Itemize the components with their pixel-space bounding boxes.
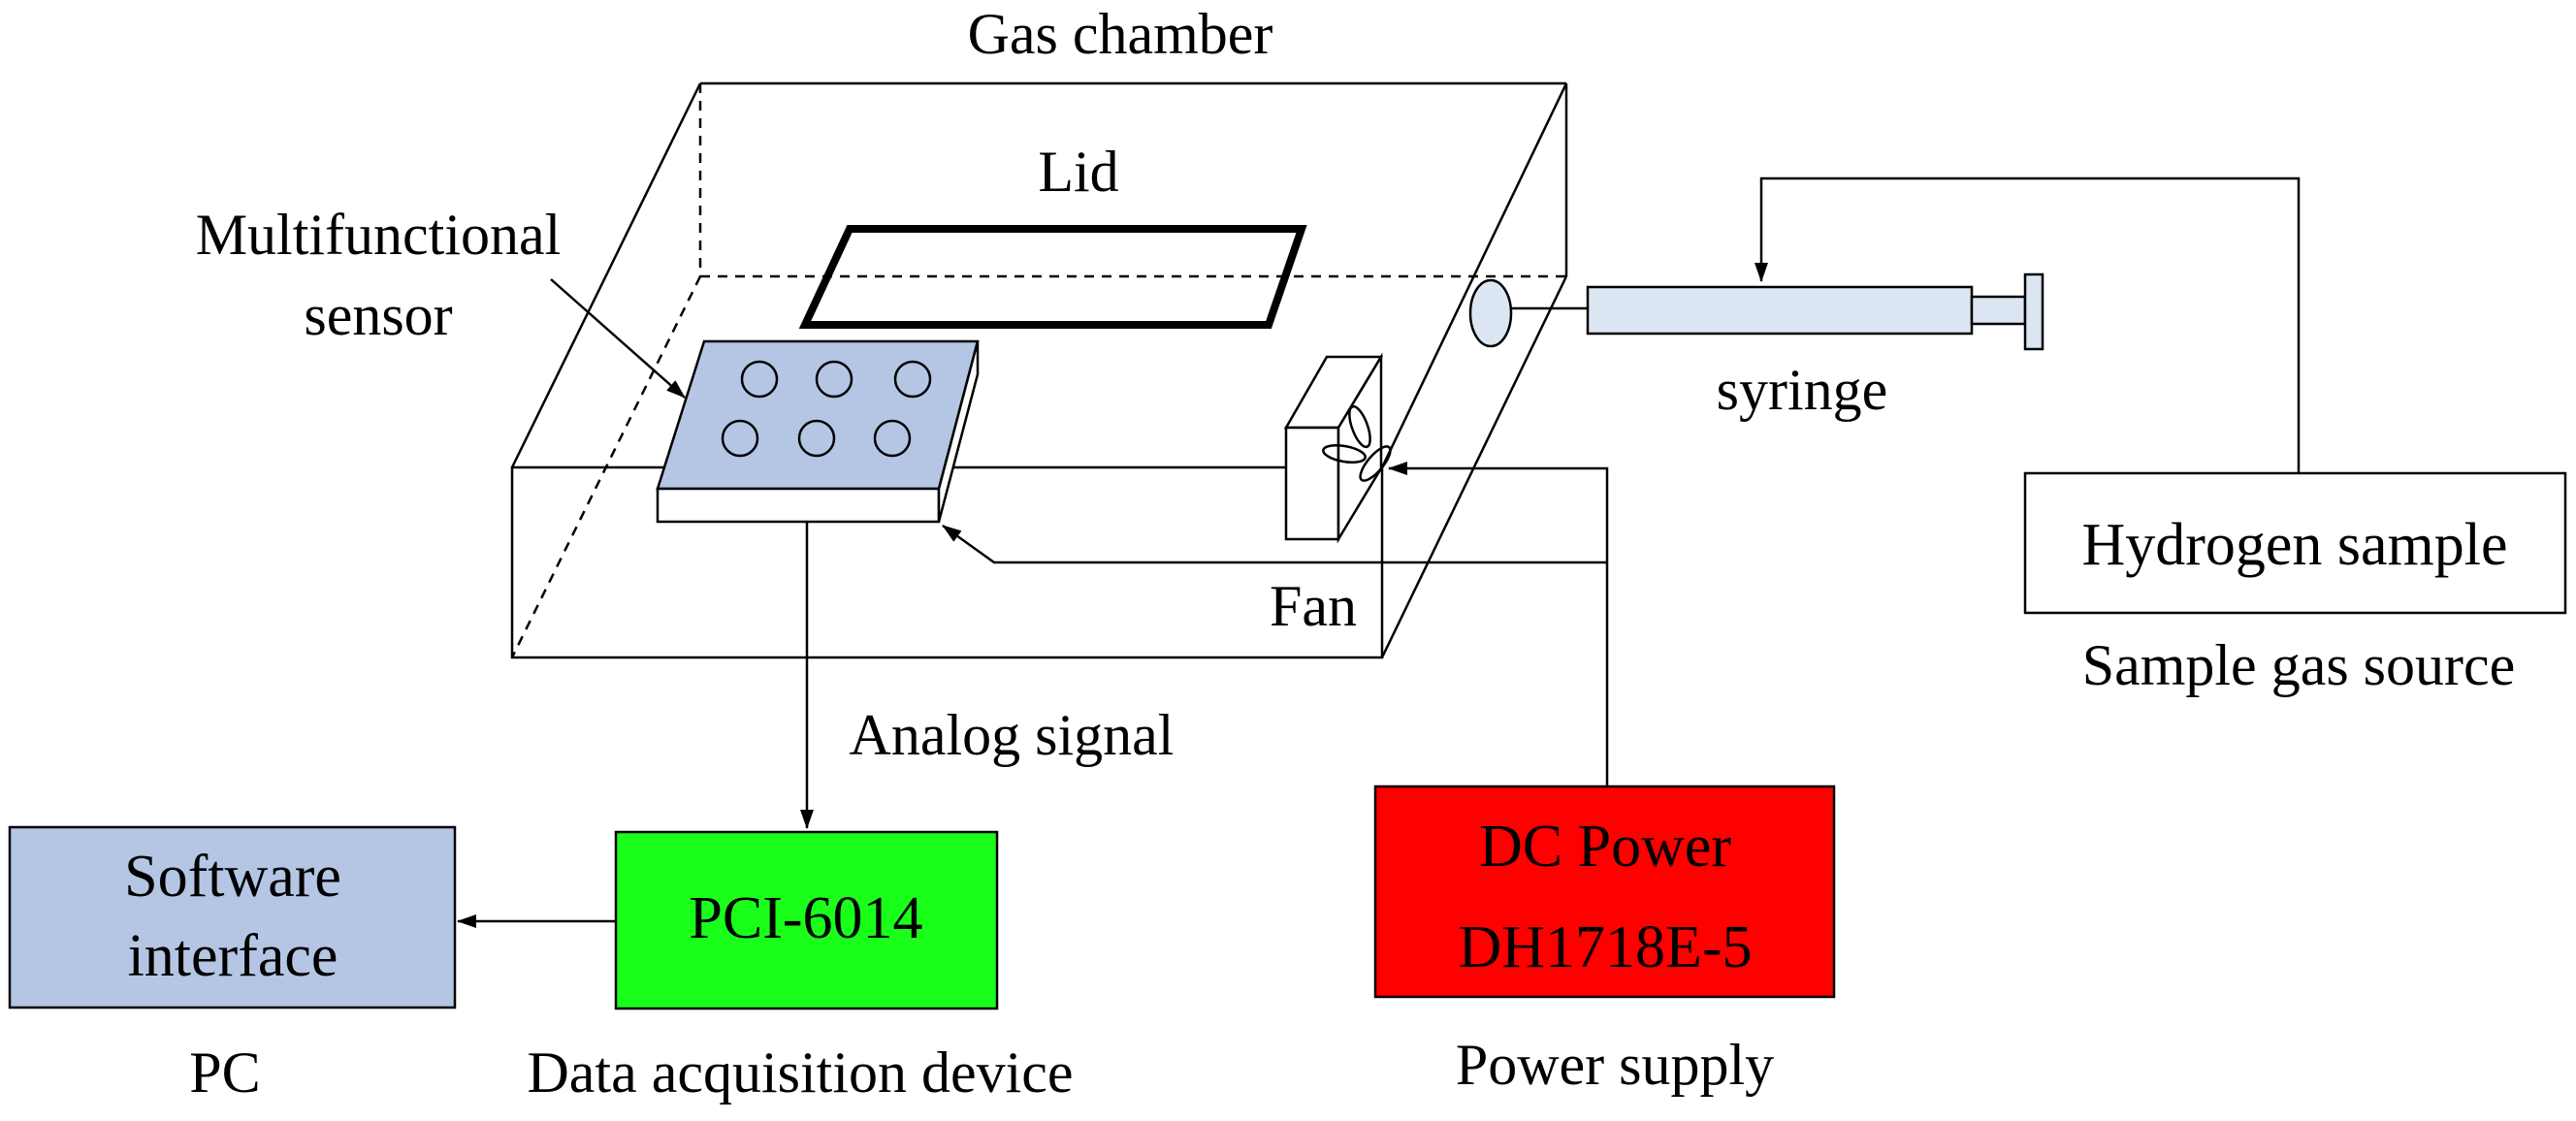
pc-label: PC: [189, 1041, 260, 1105]
syringe: [1468, 272, 2045, 351]
power-supply-label: Power supply: [1456, 1033, 1774, 1097]
multifunctional-sensor: [656, 339, 980, 524]
fan-blades-icon: [1322, 404, 1392, 482]
daq-label: PCI-6014: [689, 885, 922, 951]
sample-gas-source-label: Sample gas source: [2082, 633, 2516, 697]
software-interface-box: [8, 825, 457, 1009]
dc-power-label-line2: DH1718E-5: [1458, 914, 1752, 980]
analog-signal-label: Analog signal: [850, 703, 1175, 767]
fan-label: Fan: [1270, 574, 1357, 638]
fan-power-line: [1388, 462, 1609, 786]
software-label-line2: interface: [128, 923, 338, 989]
sensor-pointer-arrow: [550, 278, 686, 399]
dc-power-label-line1: DC Power: [1479, 814, 1731, 880]
software-label-line1: Software: [124, 844, 341, 910]
sensor-label-line2: sensor: [304, 283, 452, 347]
sensor-power-line: [942, 524, 1607, 564]
gas-feed-line: [1755, 176, 2301, 473]
sensor-label-line1: Multifunctional: [196, 203, 562, 267]
gas-chamber-label: Gas chamber: [968, 2, 1273, 66]
hydrogen-sample-label: Hydrogen sample: [2081, 512, 2507, 578]
hydrogen-sample-box: [2023, 471, 2567, 615]
lid: [798, 225, 1307, 329]
daq-box: [614, 830, 999, 1010]
lid-label: Lid: [1038, 140, 1118, 204]
syringe-label: syringe: [1717, 358, 1888, 422]
dc-power-box: [1373, 785, 1836, 999]
fan: [1283, 352, 1392, 544]
data-acquisition-device-label: Data acquisition device: [527, 1041, 1073, 1105]
